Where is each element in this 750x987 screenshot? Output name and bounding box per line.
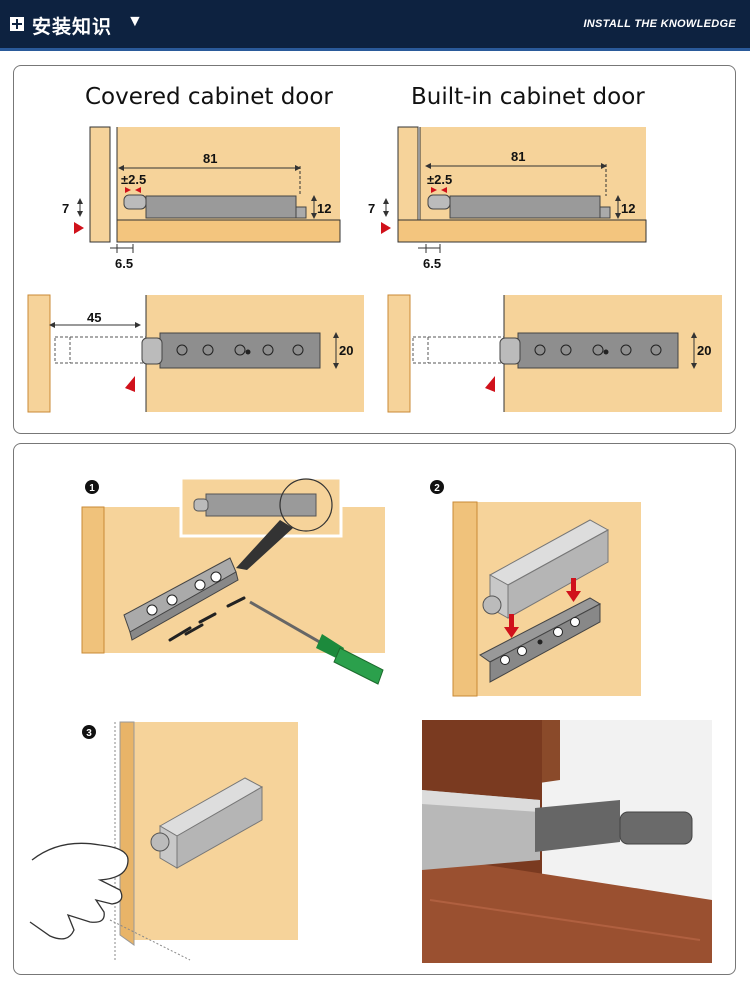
covered-gap-label: ±2.5 [121,172,146,187]
builtin-height-right-label: 12 [621,201,635,216]
builtin-height-left-label: 7 [368,201,375,216]
covered-side-view [74,126,341,253]
builtin-offset-label: 6.5 [423,256,441,271]
builtin-gap-label: ±2.5 [427,172,452,187]
plus-icon [10,17,24,31]
product-photo [422,720,712,963]
covered-door-title: Covered cabinet door [85,84,333,110]
step-3-number: 3 [86,728,92,739]
covered-offset-label: 6.5 [115,256,133,271]
builtin-length-label: 81 [511,149,525,164]
section-subtitle: INSTALL THE KNOWLEDGE [583,18,736,30]
section-header: 安装知识 ▼ INSTALL THE KNOWLEDGE [0,0,750,51]
builtin-door-title: Built-in cabinet door [411,84,645,110]
chevron-down-icon: ▼ [127,13,143,30]
covered-width-label: 20 [339,343,353,358]
covered-height-left-label: 7 [62,201,69,216]
step-2-number: 2 [434,483,440,494]
step-1-illustration: 1 [81,476,385,685]
step-1-number: 1 [89,483,95,494]
section-title: 安装知识 [32,16,113,38]
builtin-width-label: 20 [697,343,711,358]
covered-door-distance-label: 45 [87,310,101,325]
builtin-side-view [381,126,647,253]
covered-length-label: 81 [203,151,217,166]
covered-top-view [27,294,364,413]
covered-height-right-label: 12 [317,201,331,216]
step-3-illustration: 3 [29,721,298,961]
step-2-illustration: 2 [430,480,641,697]
builtin-top-view [387,294,722,413]
